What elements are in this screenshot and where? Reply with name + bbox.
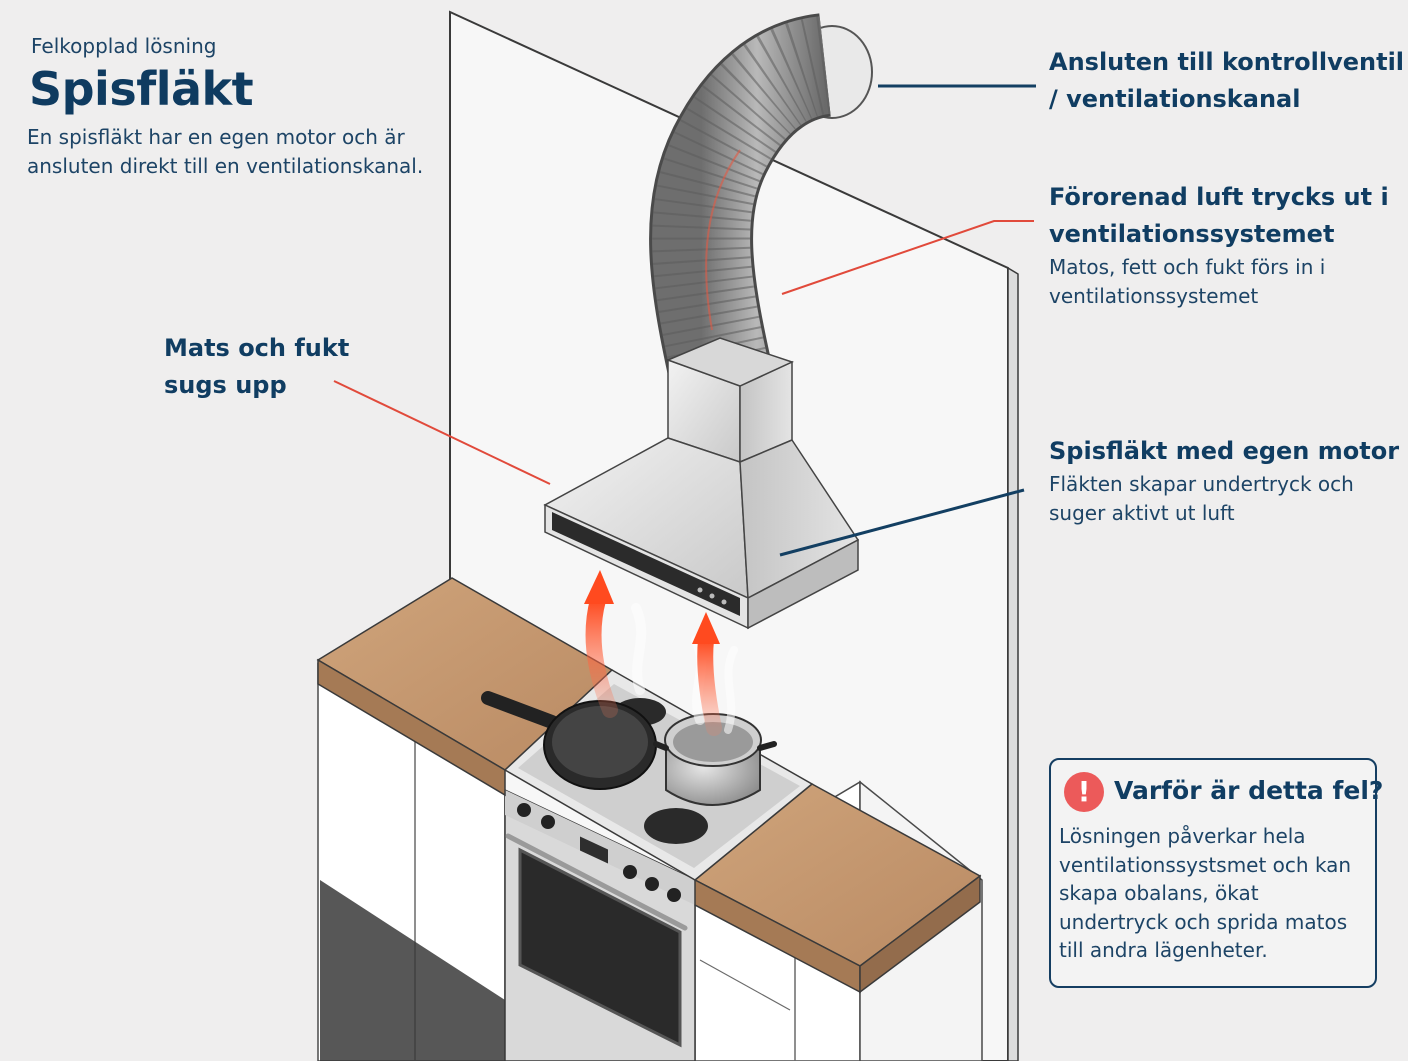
flexible-duct-hose: [649, 13, 833, 382]
cooker-hood: [543, 337, 860, 630]
callout-fumes-sucked-title: Mats och fukt sugs upp: [164, 334, 350, 399]
callout-duct-connection-title: Ansluten till kontrollventil / ventilati…: [1049, 48, 1405, 113]
leader-fumes: [333, 380, 551, 485]
callout-polluted-air: Förorenad luft trycks ut i ventilationss…: [1049, 179, 1399, 311]
warning-box: ! Varför är detta fel? Lösningen påverka…: [1049, 758, 1383, 988]
callout-polluted-air-title: Förorenad luft trycks ut i ventilationss…: [1049, 183, 1389, 248]
exclamation-icon: !: [1064, 772, 1104, 812]
callout-hood-motor-title: Spisfläkt med egen motor: [1049, 437, 1400, 465]
callout-polluted-air-body: Matos, fett och fukt förs in i ventilati…: [1049, 255, 1326, 308]
airflow-arrow-right: [692, 612, 722, 736]
leader-polluted-air: [781, 220, 1034, 295]
warning-title: Varför är detta fel?: [1114, 776, 1384, 805]
callout-fumes-sucked: Mats och fukt sugs upp: [164, 330, 394, 404]
callout-hood-motor-body: Fläkten skapar undertryck och suger akti…: [1049, 472, 1354, 525]
callout-duct-connection: Ansluten till kontrollventil / ventilati…: [1049, 44, 1408, 118]
callout-hood-motor: Spisfläkt med egen motor Fläkten skapar …: [1049, 433, 1407, 528]
kicker-text: Felkopplad lösning: [31, 34, 217, 58]
page-title: Spisfläkt: [29, 62, 254, 116]
airflow-arrow-left: [584, 570, 618, 718]
frying-pan: [481, 691, 657, 790]
cooking-pot: [653, 713, 777, 806]
intro-text: En spisfläkt har en egen motor och är an…: [27, 125, 424, 178]
warning-body: Lösningen påverkar hela ventilationssyst…: [1059, 824, 1352, 962]
leader-hood-motor: [779, 488, 1025, 557]
oven: [504, 788, 696, 1061]
